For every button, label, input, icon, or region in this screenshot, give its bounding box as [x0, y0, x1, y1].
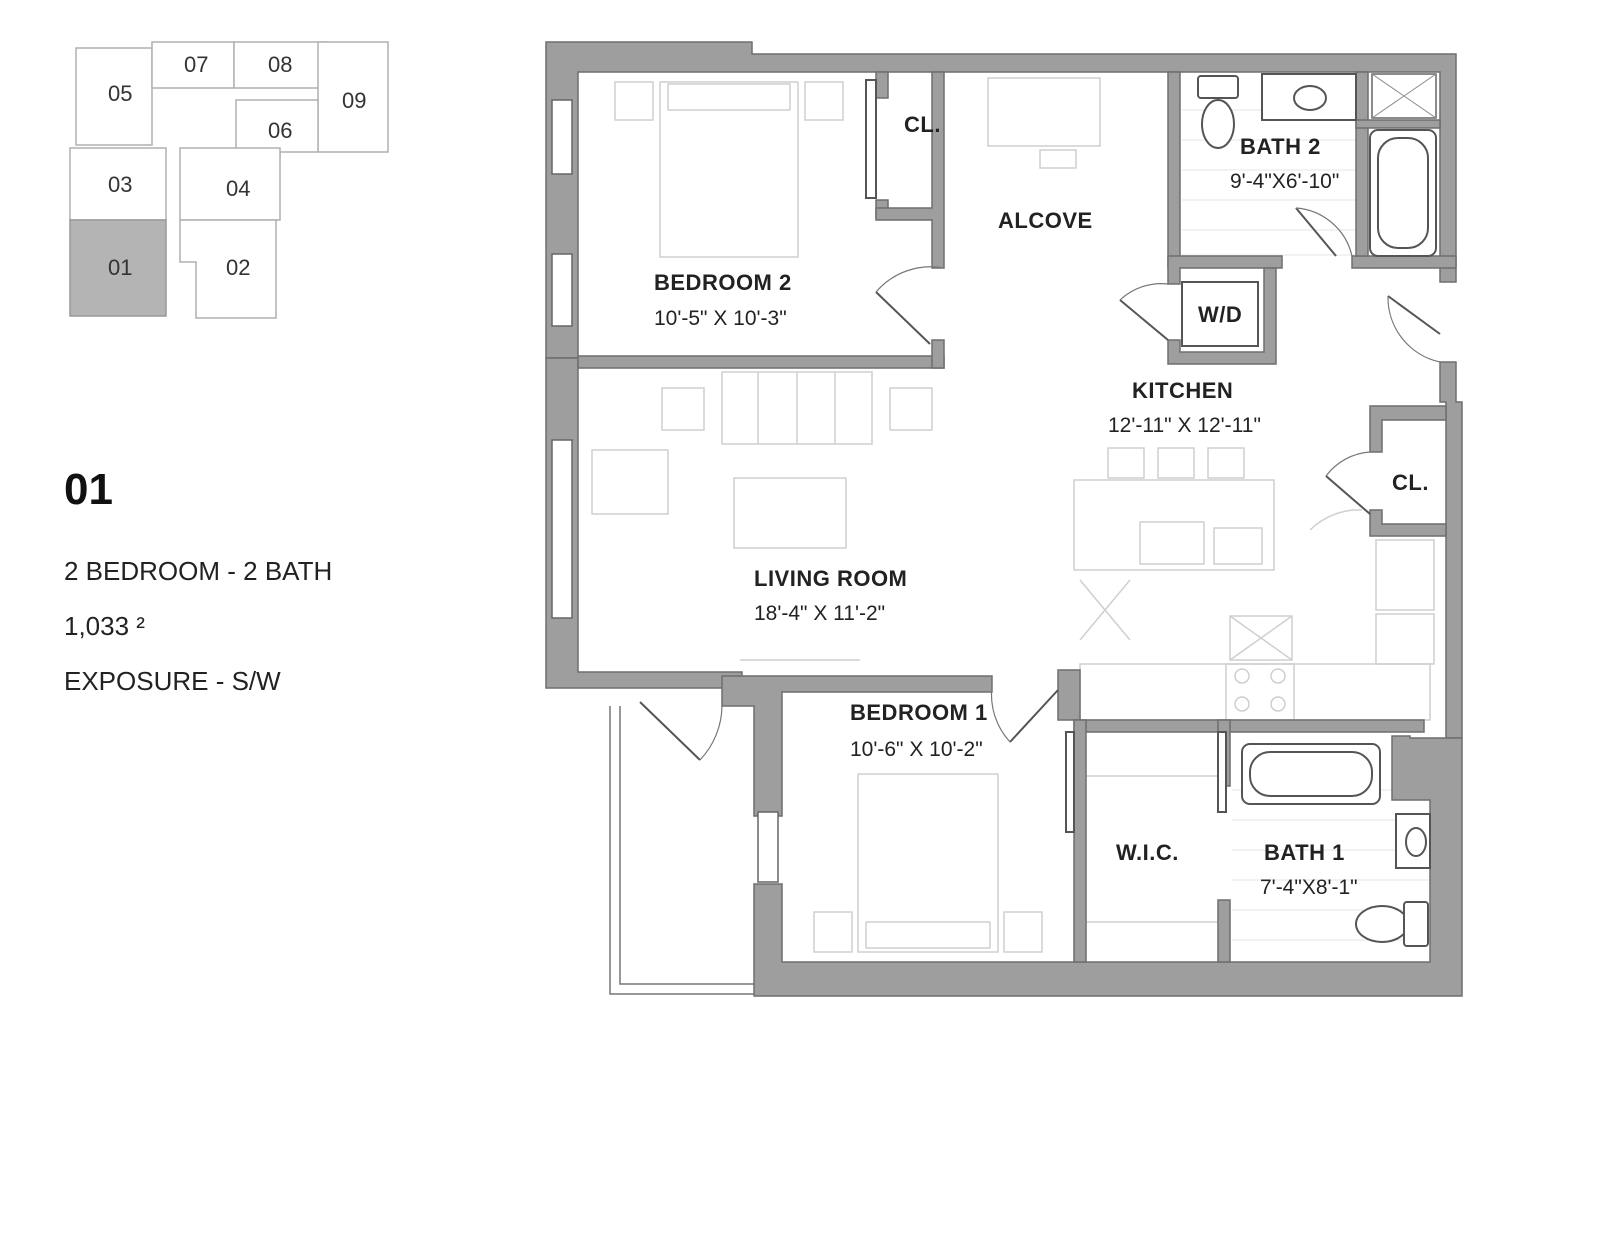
- toilet-bath-2[interactable]: [1201, 99, 1235, 149]
- window-living: [551, 439, 573, 619]
- keyplan-unit-03[interactable]: [69, 147, 167, 221]
- keyplan-unit-09[interactable]: [317, 41, 389, 153]
- fixtures: [865, 73, 1437, 947]
- door-bath-2[interactable]: [1295, 207, 1337, 257]
- dim-living-room: 18'-4" X 11'-2": [754, 602, 885, 625]
- unit-number: 01: [64, 465, 113, 514]
- keyplan-label-03: 03: [108, 172, 132, 197]
- desk-alcove: [987, 77, 1101, 147]
- keyplan-unit-01[interactable]: [69, 219, 167, 317]
- door-bedroom-2[interactable]: [875, 291, 931, 345]
- unit-area: 1,033 ²: [64, 611, 145, 641]
- keyplan-unit-08[interactable]: [233, 41, 327, 89]
- dim-bedroom-1: 10'-6" X 10'-2": [850, 738, 983, 761]
- bed-bedroom-1: [857, 773, 999, 953]
- door-closet-right[interactable]: [1325, 475, 1371, 515]
- keyplan-labels: 05 07 08 09 06 03 04 01 02: [108, 52, 366, 280]
- keyplan-label-09: 09: [342, 88, 366, 113]
- washer-dryer[interactable]: [1181, 281, 1259, 347]
- walls: [545, 41, 1463, 997]
- unit-type: 2 BEDROOM - 2 BATH: [64, 556, 333, 586]
- label-alcove: ALCOVE: [998, 208, 1093, 233]
- balcony: [609, 706, 754, 995]
- label-wd: W/D: [1198, 302, 1242, 327]
- armchair-living: [591, 449, 669, 515]
- keyplan-label-07: 07: [184, 52, 208, 77]
- window-bedroom-2-a: [551, 99, 573, 175]
- dim-bedroom-2: 10'-5" X 10'-3": [654, 307, 787, 330]
- room-labels: BEDROOM 2 10'-5" X 10'-3" CL. ALCOVE BAT…: [654, 112, 1429, 899]
- kitchen-counter: [1079, 663, 1431, 721]
- keyplan-unit-05[interactable]: [75, 47, 153, 146]
- keyplan-label-04: 04: [226, 176, 250, 201]
- bed-bedroom-2: [659, 81, 799, 258]
- dim-bath-1: 7'-4"X8'-1": [1260, 876, 1358, 899]
- door-balcony[interactable]: [639, 701, 701, 761]
- windows: [551, 73, 1437, 883]
- doors: [639, 207, 1441, 761]
- kitchen-island: [1073, 479, 1275, 571]
- label-wic: W.I.C.: [1116, 840, 1179, 865]
- furniture: [591, 77, 1435, 953]
- door-entry[interactable]: [1387, 295, 1441, 335]
- keyplan-label-06: 06: [268, 118, 292, 143]
- unit-exposure: EXPOSURE - S/W: [64, 666, 281, 696]
- label-living-room: LIVING ROOM: [754, 566, 907, 591]
- label-kitchen: KITCHEN: [1132, 378, 1233, 403]
- door-bedroom-1[interactable]: [1009, 689, 1059, 743]
- label-bedroom-2: BEDROOM 2: [654, 270, 792, 295]
- keyplan-unit-04[interactable]: [179, 147, 281, 221]
- label-bath-1: BATH 1: [1264, 840, 1345, 865]
- keyplan-unit-07[interactable]: [151, 41, 235, 89]
- window-bedroom-1: [757, 811, 779, 883]
- keyplan-label-08: 08: [268, 52, 292, 77]
- keyplan-label-05: 05: [108, 81, 132, 106]
- label-bedroom-1: BEDROOM 1: [850, 700, 988, 725]
- keyplan-label-01: 01: [108, 255, 132, 280]
- keyplan-label-02: 02: [226, 255, 250, 280]
- label-closet-right: CL.: [1392, 470, 1429, 495]
- window-bedroom-2-b: [551, 253, 573, 327]
- toilet-bath-1[interactable]: [1355, 905, 1409, 943]
- label-closet-top: CL.: [904, 112, 941, 137]
- label-bath-2: BATH 2: [1240, 134, 1321, 159]
- keyplan-unit-02[interactable]: [179, 219, 277, 319]
- dim-kitchen: 12'-11" X 12'-11": [1108, 414, 1261, 437]
- key-plan: [69, 41, 389, 319]
- door-wd[interactable]: [1119, 299, 1169, 341]
- coffee-table: [733, 477, 847, 549]
- dim-bath-2: 9'-4"X6'-10": [1230, 170, 1339, 193]
